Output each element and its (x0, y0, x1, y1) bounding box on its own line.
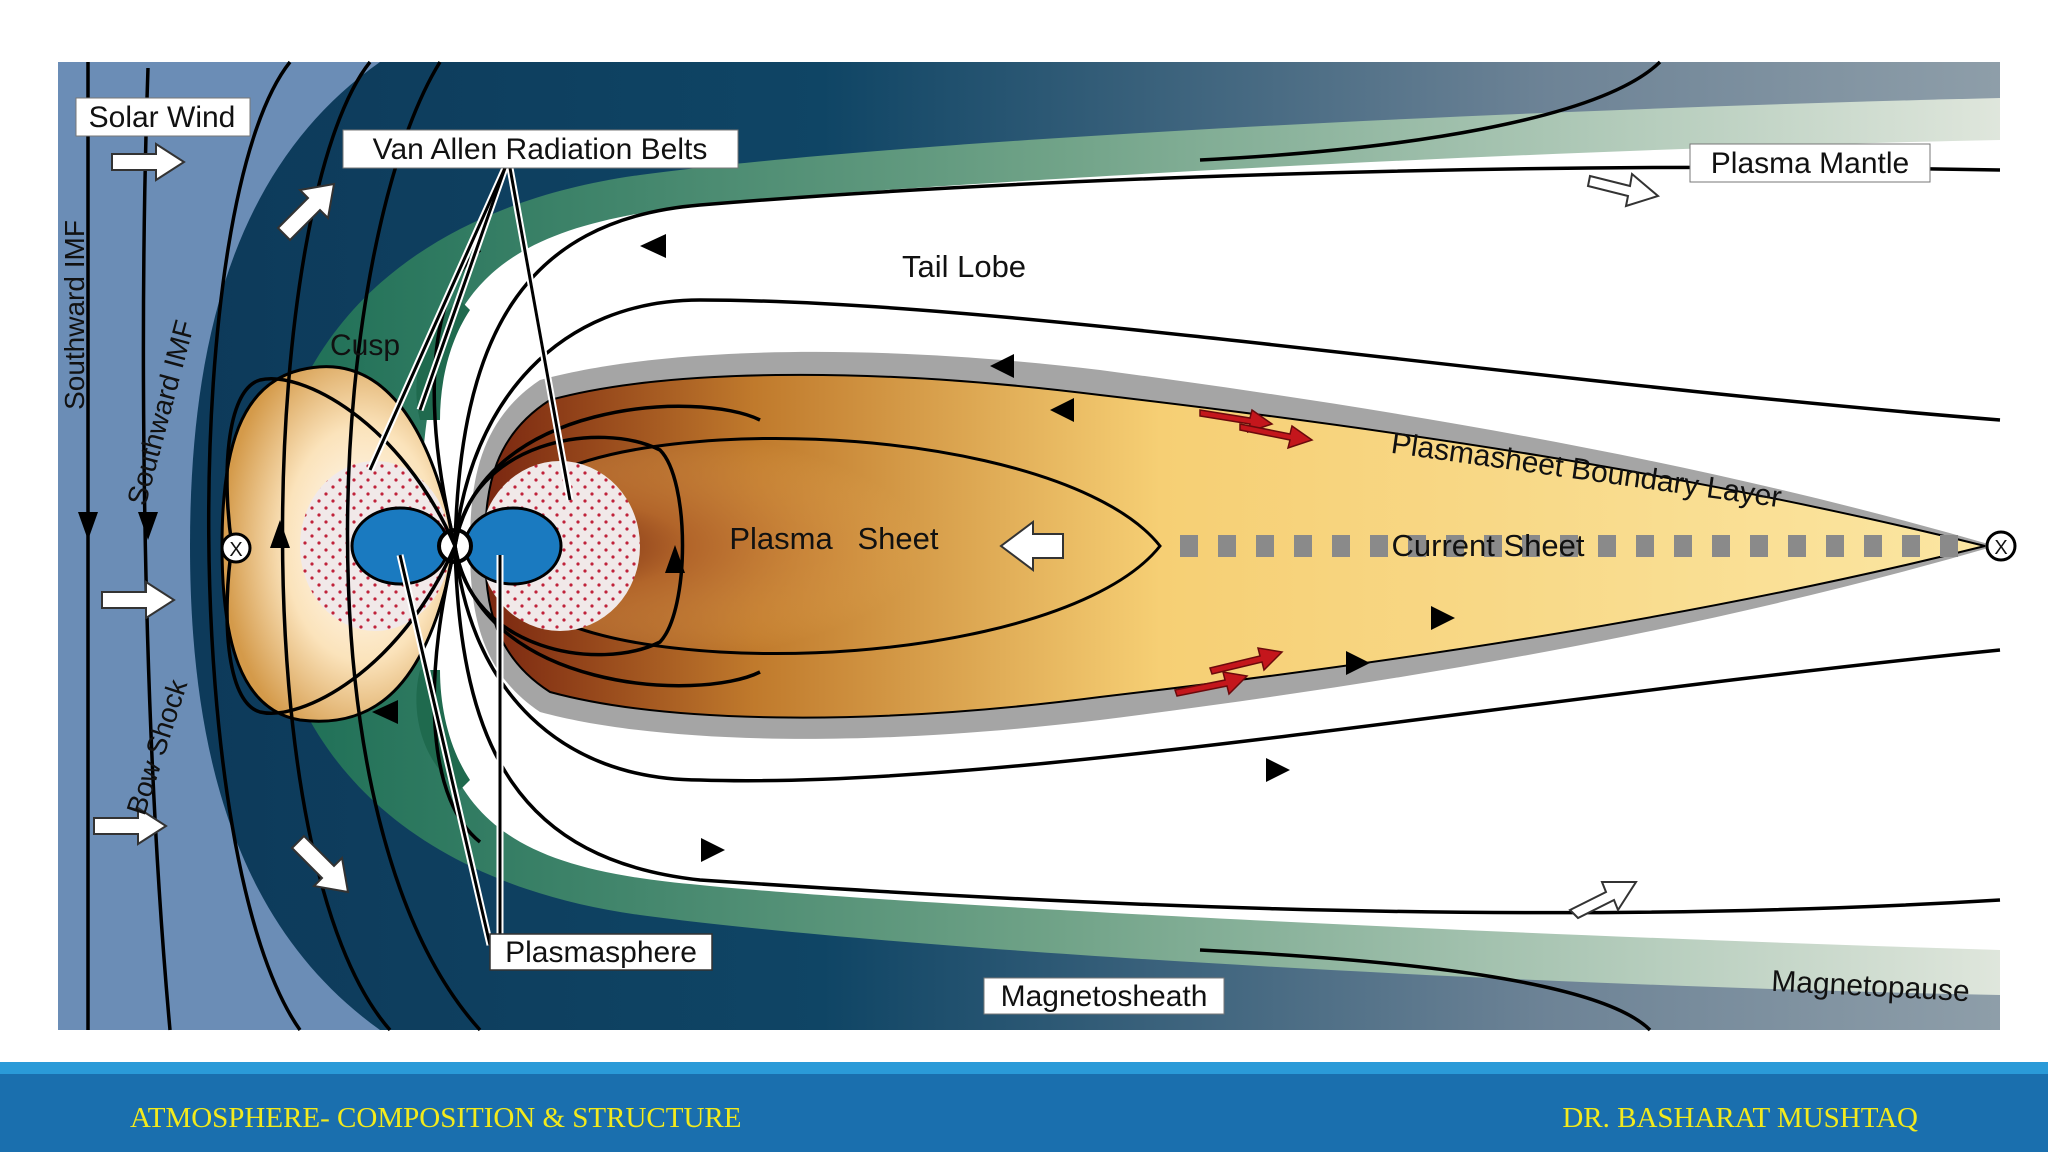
x-point-left: X (220, 532, 252, 564)
label-tail-lobe: Tail Lobe (902, 249, 1026, 284)
plasmasphere-right (463, 506, 563, 586)
footer-author: DR. BASHARAT MUSHTAQ (1562, 1102, 1918, 1134)
label-southward-imf-vertical: Southward IMF (59, 220, 90, 410)
label-sheet: Sheet (857, 521, 938, 556)
label-plasma: Plasma (729, 521, 833, 556)
field-lines (86, 60, 2001, 1032)
footer-bar: ATMOSPHERE- COMPOSITION & STRUCTURE DR. … (0, 1062, 2048, 1152)
flow-arrows (93, 142, 1661, 920)
footer-title: ATMOSPHERE- COMPOSITION & STRUCTURE (130, 1102, 742, 1134)
label-magnetosheath: Magnetosheath (1001, 980, 1208, 1013)
svg-text:X: X (229, 539, 242, 561)
label-plasma-mantle: Plasma Mantle (1711, 147, 1909, 180)
label-plasmasphere: Plasmasphere (505, 936, 697, 969)
plasmasphere-left (350, 506, 450, 586)
label-solar-wind: Solar Wind (89, 101, 236, 134)
label-current-sheet: Current Sheet (1392, 528, 1585, 563)
label-cusp: Cusp (330, 329, 400, 362)
svg-text:X: X (1994, 537, 2007, 559)
reconnection-arrows (1174, 408, 1314, 697)
x-point-right: X (1985, 530, 2017, 562)
flow-arrowheads (78, 234, 1455, 862)
label-van-allen: Van Allen Radiation Belts (373, 133, 708, 166)
